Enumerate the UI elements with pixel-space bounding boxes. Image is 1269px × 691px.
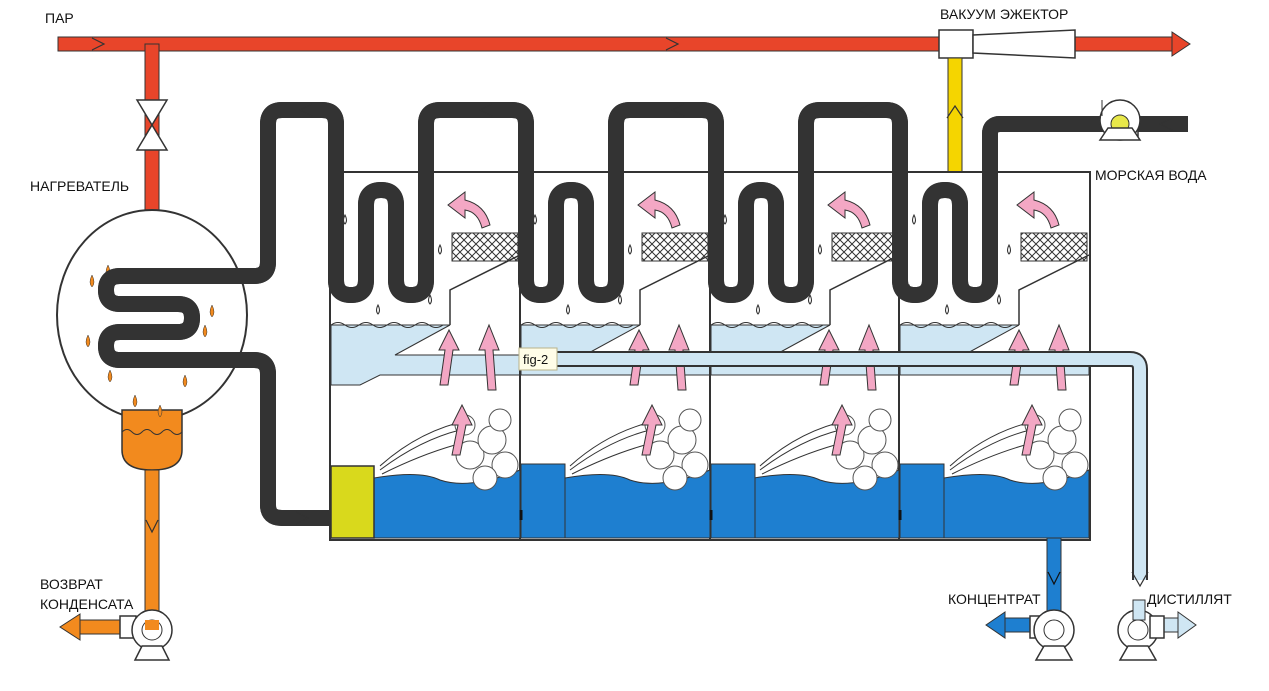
steam-line xyxy=(57,31,1191,220)
condensate-line xyxy=(59,469,160,641)
seawater-flow-arrows xyxy=(295,103,1173,525)
condensate-pump-icon xyxy=(119,609,173,661)
distillate-line xyxy=(520,351,1197,639)
vapor-arrows xyxy=(438,190,1070,456)
label-condensate-return-line1: ВОЗВРАТ xyxy=(40,576,103,592)
figure-tag-text: fig-2 xyxy=(523,352,548,367)
seawater-pump-icon xyxy=(1098,99,1142,141)
concentrate-line xyxy=(985,537,1062,639)
label-seawater: МОРСКАЯ ВОДА xyxy=(1095,167,1207,183)
distillate-pump-icon xyxy=(1117,599,1165,661)
seawater-pipe xyxy=(98,102,1188,526)
label-condensate-return-line2: КОНДЕНСАТА xyxy=(40,596,134,612)
label-steam: ПАР xyxy=(45,10,74,26)
concentrate-pump-icon xyxy=(1029,609,1075,661)
vacuum-ejector xyxy=(938,29,1076,175)
label-distillate: ДИСТИЛЛЯТ xyxy=(1147,591,1232,607)
label-vacuum-ejector: ВАКУУМ ЭЖЕКТОР xyxy=(940,6,1068,22)
label-concentrate: КОНЦЕНТРАТ xyxy=(948,591,1041,607)
label-heater: НАГРЕВАТЕЛЬ xyxy=(30,178,129,194)
figure-tag: fig-2 xyxy=(518,347,558,371)
steam-valve-icon xyxy=(135,99,169,151)
